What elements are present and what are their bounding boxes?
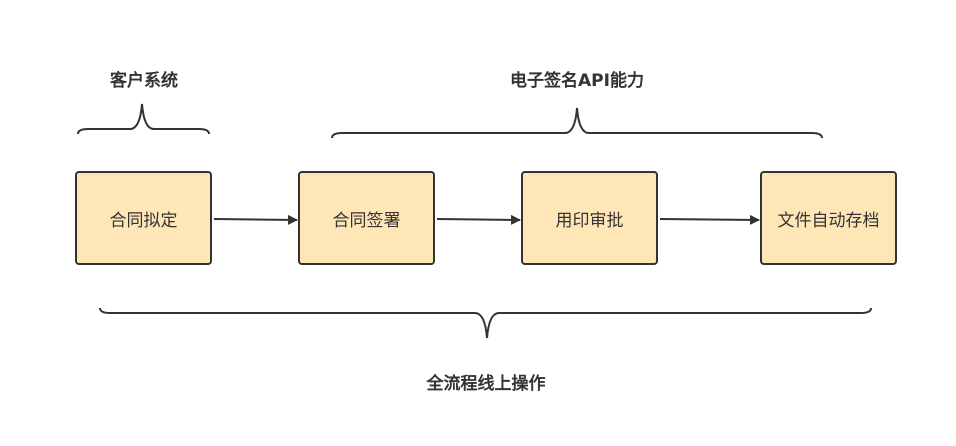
esign-api-label: 电子签名API能力: [510, 71, 644, 91]
step-contract-draft: 合同拟定: [75, 171, 212, 265]
client-system-label: 客户系统: [110, 71, 178, 91]
arrow-approval-to-archive: [659, 214, 760, 225]
client-system-brace: [77, 103, 210, 135]
step-contract-sign: 合同签署: [298, 171, 435, 265]
step-auto-archive: 文件自动存档: [760, 171, 897, 265]
full-online-label: 全流程线上操作: [426, 374, 546, 394]
arrow-draft-to-sign: [213, 214, 298, 225]
full-flow-brace: [99, 307, 872, 339]
step-seal-approval: 用印审批: [521, 171, 658, 265]
esign-api-brace: [331, 107, 823, 139]
arrow-sign-to-approval: [436, 214, 521, 225]
